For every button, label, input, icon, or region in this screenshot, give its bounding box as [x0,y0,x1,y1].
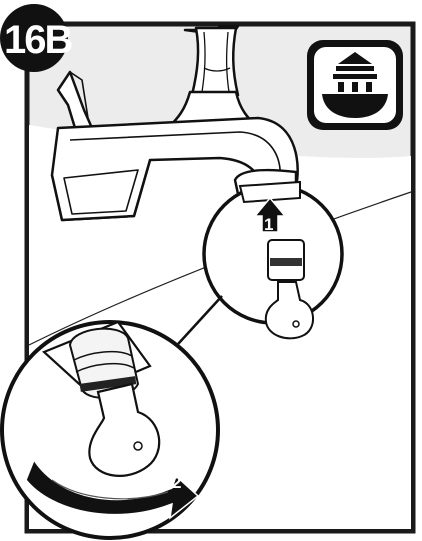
bath-spout-icon [307,40,403,130]
arrow-rotate-number: 2 [172,473,181,492]
arrow-up-number: 1 [264,215,273,234]
step-label: 16B [4,18,72,62]
